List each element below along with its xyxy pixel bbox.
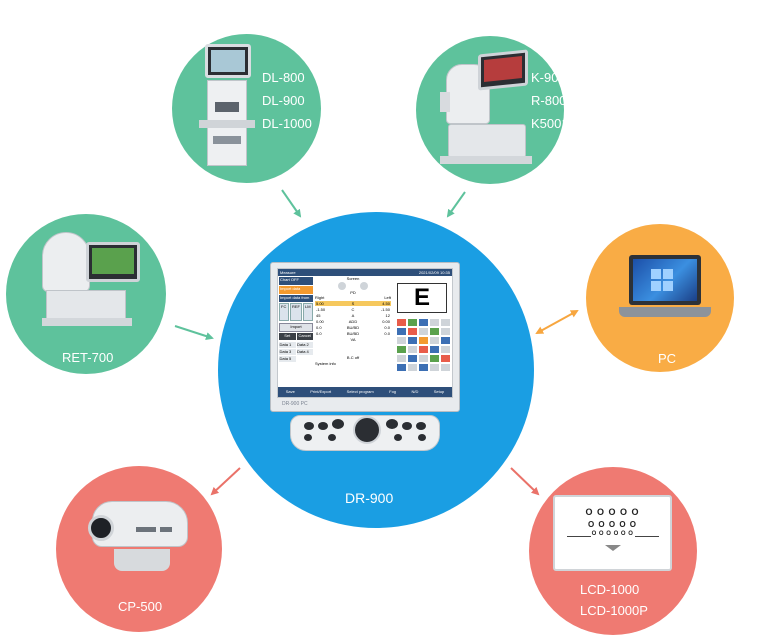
control-button	[328, 434, 336, 441]
footer-print-export[interactable]: Print/Export	[310, 389, 332, 394]
lcd-models: LCD-1000 LCD-1000P	[580, 579, 648, 621]
model-label: DL-1000	[262, 116, 312, 131]
chart-projector-icon	[86, 497, 196, 577]
control-button	[304, 422, 314, 430]
device-screen: Measure 2021/02/09 10:35 Chart OFF Impor…	[277, 268, 453, 398]
ret-label: RET-700	[62, 350, 114, 365]
screen-footer: Save Print/Export Select program Fog N/D…	[278, 387, 452, 397]
eye-icon-right	[338, 282, 346, 290]
keratometer-models: K-900 R-800 K5001	[531, 66, 569, 135]
screen-label: Screen	[346, 276, 360, 281]
left-eye-header: Left	[384, 295, 391, 300]
import-data-button[interactable]: Import data	[279, 286, 313, 294]
footer-select-program[interactable]: Select program	[346, 389, 374, 394]
arrow-ret-to-center	[174, 325, 214, 340]
control-button	[402, 422, 412, 430]
lensmeter-models: DL-800 DL-900 DL-1000	[262, 66, 312, 135]
footer-nd[interactable]: N/D	[411, 389, 419, 394]
model-label: DL-800	[262, 70, 305, 85]
model-label: R-800	[531, 93, 567, 108]
tab-fc[interactable]: FC	[279, 303, 289, 321]
lensmeter-icon	[199, 40, 255, 170]
control-button	[304, 434, 312, 441]
chart-letter: E	[413, 284, 430, 311]
cancel-button[interactable]: Cancel	[296, 333, 313, 340]
va-label: VA	[350, 337, 356, 342]
screen-title: Measure	[280, 269, 296, 275]
data-slot[interactable]: Data 2	[296, 342, 313, 348]
chart-selector-grid[interactable]	[397, 319, 451, 371]
data-slot[interactable]: Data 5	[279, 356, 296, 362]
lcd-chart-row: O O O O O	[585, 507, 640, 517]
control-button	[394, 434, 402, 441]
chart-off-button[interactable]: Chart OFF	[279, 277, 313, 285]
model-label: K-900	[531, 70, 566, 85]
screen-datetime: 2021/02/09 10:35	[418, 269, 450, 275]
footer-fog[interactable]: Fog	[389, 389, 397, 394]
tab-lm[interactable]: LM	[303, 303, 313, 321]
control-button	[416, 422, 426, 430]
import-source-header: Import data from	[279, 295, 313, 302]
control-button	[318, 422, 328, 430]
refraction-control-unit-icon: Measure 2021/02/09 10:35 Chart OFF Impor…	[270, 262, 460, 462]
arrow-pc-bidirectional	[535, 310, 579, 334]
monitor-brand: DR-900 PC	[282, 401, 308, 407]
control-button	[386, 419, 398, 429]
center-label: DR-900	[345, 490, 394, 506]
eye-icon-left	[360, 282, 368, 290]
tab-ref[interactable]: REF	[290, 303, 302, 321]
chart-preview: E	[397, 283, 447, 313]
pd-label: PD	[350, 290, 356, 295]
control-button	[332, 419, 344, 429]
pc-label: PC	[658, 351, 677, 366]
laptop-icon	[619, 255, 711, 333]
bc-off-label: B.C off	[346, 355, 360, 360]
footer-setup[interactable]: Setup	[433, 389, 445, 394]
import-button[interactable]: Import	[279, 323, 313, 332]
control-button	[418, 434, 426, 441]
arrow-lensmeter-to-center	[281, 189, 302, 218]
lcd-chart-row: O O O O O O	[591, 531, 634, 537]
footer-save[interactable]: Save	[285, 389, 295, 394]
arrow-center-to-projector	[210, 467, 241, 496]
set-button[interactable]: Set	[279, 333, 296, 340]
model-label: DL-900	[262, 93, 305, 108]
model-label: K5001	[531, 116, 569, 131]
data-slot[interactable]: Data 1	[279, 342, 296, 348]
arrow-keratometer-to-center	[446, 191, 466, 218]
model-label: LCD-1000	[580, 582, 640, 597]
system-info-label[interactable]: System info	[315, 361, 336, 366]
model-label: LCD-1000P	[580, 603, 648, 618]
data-slot[interactable]: Data 4	[296, 349, 313, 355]
right-eye-header: Right	[315, 295, 325, 300]
lcd-chart-row: O O O O O	[587, 520, 637, 529]
lcd-chart-icon: O O O O O O O O O O O O O O O O	[553, 495, 672, 571]
autorefractor-icon	[440, 44, 532, 172]
projector-label: CP-500	[118, 599, 163, 614]
control-knob	[353, 416, 381, 444]
data-slot[interactable]: Data 3	[279, 349, 296, 355]
arrow-center-to-lcd	[510, 467, 540, 496]
ret-device-icon	[42, 228, 142, 338]
